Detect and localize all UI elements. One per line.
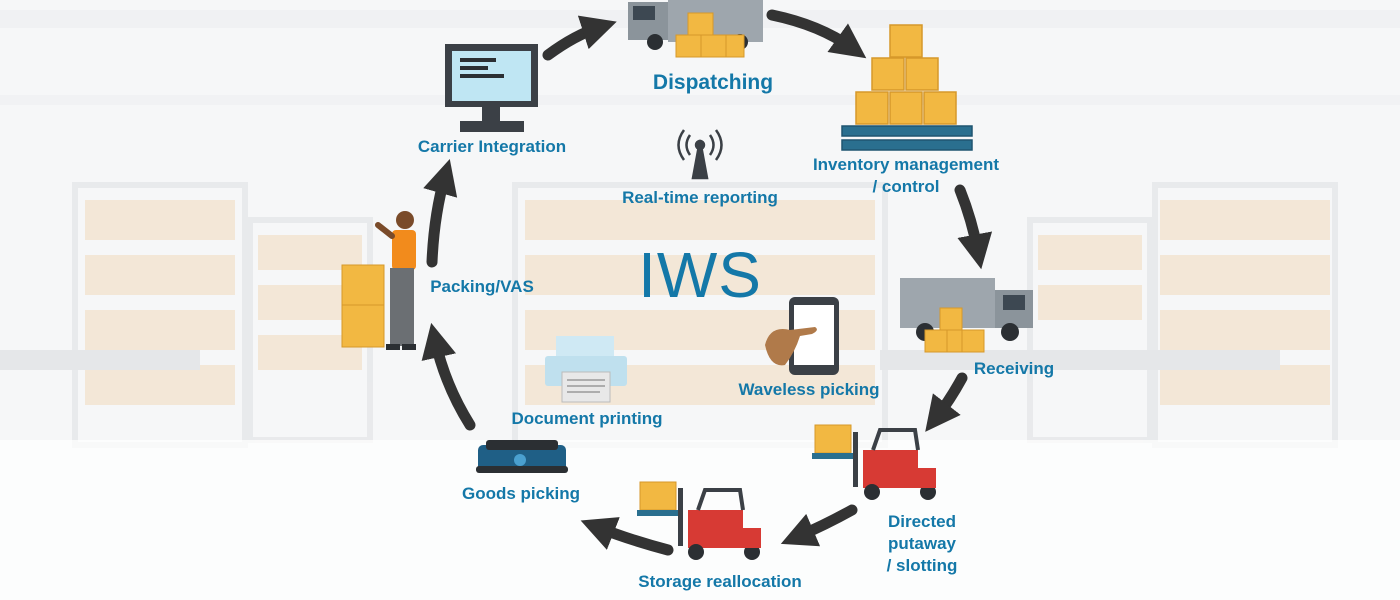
boxes-pallet-icon <box>841 24 973 151</box>
shelf-right <box>1027 182 1338 448</box>
arrow-receiving-to-putaway <box>925 372 968 432</box>
label-waveless-picking: Waveless picking <box>738 380 880 399</box>
label-putaway-line1: Directed <box>887 512 957 531</box>
label-inventory-line2: / control <box>872 177 940 196</box>
forklift-icon <box>812 424 936 500</box>
label-realtime-reporting: Real-time reporting <box>622 188 778 207</box>
arrow-packing-to-carrier <box>423 159 458 268</box>
truck-icon <box>628 0 763 58</box>
label-dispatching: Dispatching <box>652 71 774 94</box>
agv-robot-icon <box>476 440 568 473</box>
monitor-icon <box>445 44 538 132</box>
diagram-title: IWS <box>638 239 762 311</box>
antenna-icon <box>677 129 723 180</box>
arrow-dispatching-to-inventory <box>766 9 867 59</box>
arrow-inventory-to-receiving <box>954 184 993 270</box>
tablet-hand-icon <box>765 297 839 375</box>
truck-icon-receiving <box>900 278 1033 353</box>
arrow-goods-to-packing <box>421 322 476 431</box>
arrow-putaway-to-storage <box>780 504 858 547</box>
label-putaway: Directed putaway / slotting <box>887 511 958 577</box>
label-putaway-line3: / slotting <box>886 556 958 575</box>
label-receiving: Receiving <box>973 359 1055 378</box>
label-putaway-line2: putaway <box>887 534 957 553</box>
label-storage-reallocation: Storage reallocation <box>638 572 802 591</box>
cycle-arrows <box>421 9 993 556</box>
worker-icon <box>341 211 416 350</box>
arrow-carrier-to-dispatching <box>542 15 617 61</box>
forklift-icon-storage <box>637 481 761 560</box>
shelf-left <box>72 182 248 448</box>
label-carrier-integration: Carrier Integration <box>417 137 567 156</box>
label-inventory-line1: Inventory management <box>812 155 1000 174</box>
label-inventory: Inventory management / control <box>813 154 999 198</box>
label-packing: Packing/VAS <box>430 277 534 296</box>
label-document-printing: Document printing <box>511 409 663 428</box>
arrow-storage-to-goods <box>580 517 674 556</box>
label-goods-picking: Goods picking <box>461 484 581 503</box>
printer-icon <box>545 336 627 403</box>
